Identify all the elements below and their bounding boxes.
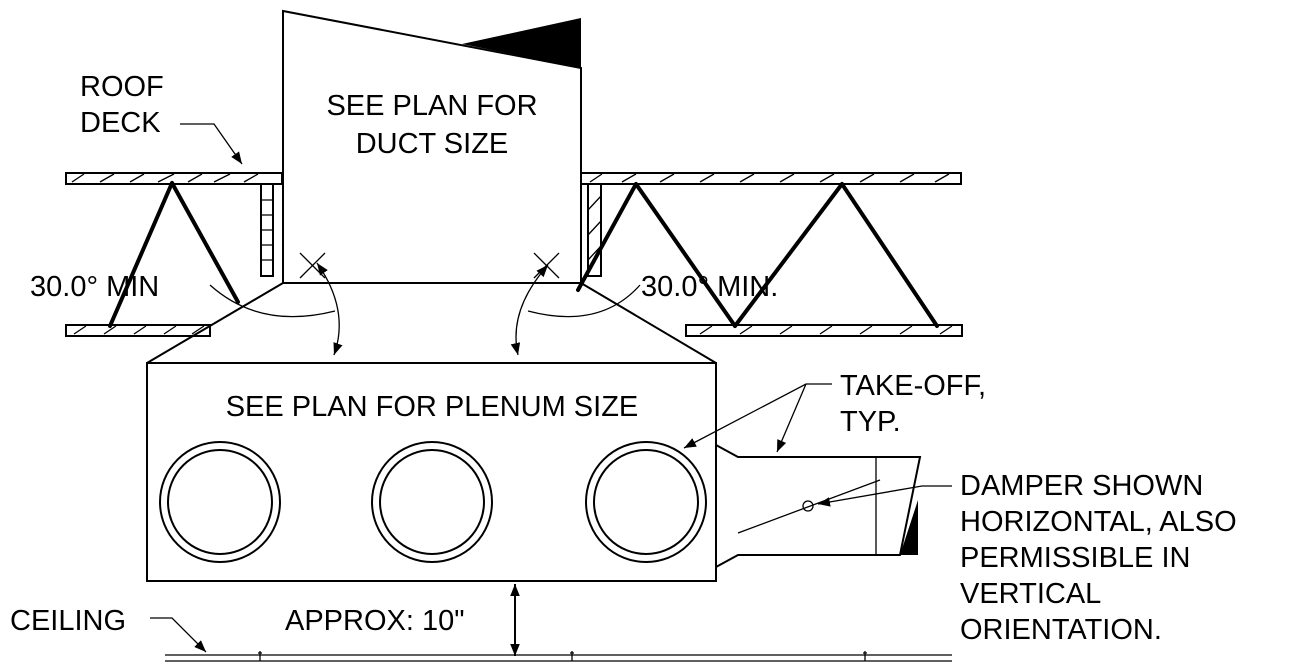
- angle-dimension-right: [510, 252, 641, 356]
- damper-label-3: PERMISSIBLE IN: [960, 542, 1190, 574]
- damper-label-4: VERTICAL: [960, 578, 1101, 610]
- round-inner-1: [167, 449, 273, 555]
- angle-bracket-right: [587, 183, 602, 277]
- roof-deck-label-2: DECK: [80, 107, 161, 139]
- takeoff-round-3: [585, 441, 707, 563]
- damper-label-1: DAMPER SHOWN: [960, 470, 1203, 502]
- ceiling-leader: [150, 617, 207, 653]
- bottom-hatch-right: [699, 325, 953, 335]
- ceiling: [165, 651, 952, 662]
- damper-label-5: ORIENTATION.: [960, 614, 1162, 646]
- web-right-2: [634, 182, 737, 328]
- bracket-hatch-left: [261, 199, 273, 261]
- plenum-box: [146, 362, 717, 582]
- plenum: [146, 282, 717, 582]
- duct-label-1: SEE PLAN FOR: [326, 90, 537, 122]
- angle-arrow-left: [316, 262, 343, 356]
- takeoff-label-1: TAKE-OFF,: [840, 370, 986, 402]
- duct-label-2: DUCT SIZE: [356, 128, 509, 160]
- takeoff-leader-2: [776, 383, 807, 453]
- ceiling-tees: [258, 651, 867, 661]
- bracket-hatch-right: [587, 195, 602, 261]
- approx-label: APPROX: 10": [285, 605, 465, 637]
- bottom-hatch-left: [73, 325, 205, 335]
- web-right-4: [840, 182, 939, 328]
- takeoff-round-1: [159, 441, 281, 563]
- round-outer-3: [585, 441, 707, 563]
- web-left-2: [170, 181, 240, 304]
- web-right-3: [733, 182, 844, 328]
- angle-arrow-right: [510, 264, 549, 356]
- takeoff-leader: [683, 383, 832, 449]
- deck-hatch-left: [71, 173, 259, 183]
- damper-leader: [817, 485, 952, 507]
- round-inner-3: [593, 449, 699, 555]
- roof-joist-left: [65, 172, 283, 337]
- round-inner-2: [379, 449, 485, 555]
- angle-label-right: 30.0° MIN.: [641, 271, 778, 303]
- top-chord-right: [580, 172, 962, 185]
- plenum-transition: [146, 282, 717, 364]
- angle-arc-right: [527, 284, 641, 318]
- round-outer-1: [159, 441, 281, 563]
- round-outer-2: [371, 441, 493, 563]
- roof-deck-label-1: ROOF: [80, 71, 164, 103]
- angle-label-left: 30.0° MIN: [30, 271, 159, 303]
- bottom-chord-left: [65, 324, 211, 337]
- ceiling-label: CEILING: [10, 605, 126, 637]
- damper-line: [737, 479, 881, 534]
- damper-label-2: HORIZONTAL, ALSO: [960, 506, 1237, 538]
- deck-hatch-right: [589, 173, 950, 183]
- web-right-1: [576, 182, 638, 292]
- takeoff-round-2: [371, 441, 493, 563]
- side-takeoff: [715, 444, 922, 568]
- side-takeoff-outline: [715, 444, 922, 568]
- roof-joist-right: [576, 172, 963, 337]
- break-symbol: [462, 18, 581, 68]
- takeoff-label-2: TYP.: [840, 406, 901, 438]
- angle-dimension-left: [209, 252, 343, 356]
- damper-pivot: [802, 500, 814, 512]
- angle-tick-b-left: [299, 252, 326, 279]
- plenum-label: SEE PLAN FOR PLENUM SIZE: [226, 391, 639, 423]
- roof-deck-leader: [180, 123, 243, 165]
- break-symbol-2: [900, 500, 918, 555]
- bottom-chord-right: [685, 324, 963, 337]
- web-left-1: [108, 181, 174, 328]
